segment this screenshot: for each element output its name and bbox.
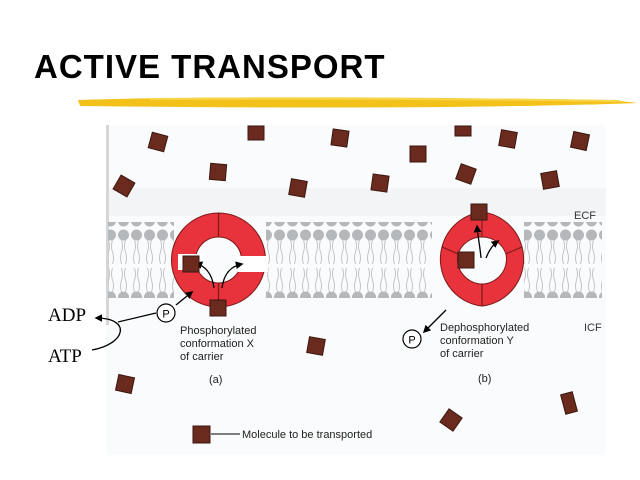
molecule [112,174,136,198]
panel-label-a: (a) [209,374,222,386]
slide-title: ACTIVE TRANSPORT [34,48,386,85]
molecule [470,203,488,221]
caption-a-line-2: conformation X [180,338,255,350]
molecule [247,125,265,141]
phosphate-attach-arrow [175,291,194,306]
molecule [560,391,578,415]
icf-label: ICF [584,322,602,334]
panel-label-b: (b) [478,373,491,385]
molecule [330,128,350,148]
caption-a-line-3: of carrier [180,351,224,363]
caption-a-line-1: Phosphorylated [180,325,256,337]
molecule [147,131,169,153]
molecule [569,130,591,152]
membrane-middle [266,222,432,298]
molecule [208,162,228,182]
legend-text: Molecule to be transported [242,429,372,441]
molecule [498,129,518,149]
adp-label: ADP [48,305,87,326]
molecule [457,251,475,269]
ecf-band [106,188,606,216]
molecule [114,373,136,395]
caption-b-line-1: Dephosphorylated [440,322,529,334]
phosphate-release-arrow [422,309,447,334]
atp-adp-curve [91,314,121,351]
membrane-right [524,222,602,298]
atp-label: ATP [48,346,82,367]
transport-arrow-a-right [221,261,244,289]
molecule [439,408,463,432]
molecule [455,163,477,185]
molecule [454,125,472,137]
phosphate-symbol-a: P [162,309,169,321]
molecule [209,299,227,317]
caption-b: Dephosphorylated conformation Y of carri… [440,322,529,360]
phosphate-group-a [156,303,176,323]
molecule [409,145,427,163]
caption-b-line-2: conformation Y [440,335,514,347]
molecule [306,336,326,356]
molecule [540,170,560,190]
caption-a: Phosphorylated conformation X of carrier [180,325,256,363]
phosphate-group-b [402,329,422,349]
carrier-protein-b [439,211,525,307]
molecule [370,173,390,193]
transport-arrow-b-right [485,240,500,259]
ecf-label: ECF [574,210,596,222]
molecules [112,125,591,432]
molecule [288,178,308,198]
phosphate-symbol-b: P [408,335,415,347]
title-underline-highlight [149,97,621,102]
caption-b-line-3: of carrier [440,348,484,360]
phosphate-to-carrier-arrow [117,312,157,323]
transport-arrow-b [473,224,482,259]
legend-molecule-swatch [192,425,211,444]
membrane-left [108,222,174,298]
figure-left-edge [106,125,109,325]
molecule [182,255,200,273]
